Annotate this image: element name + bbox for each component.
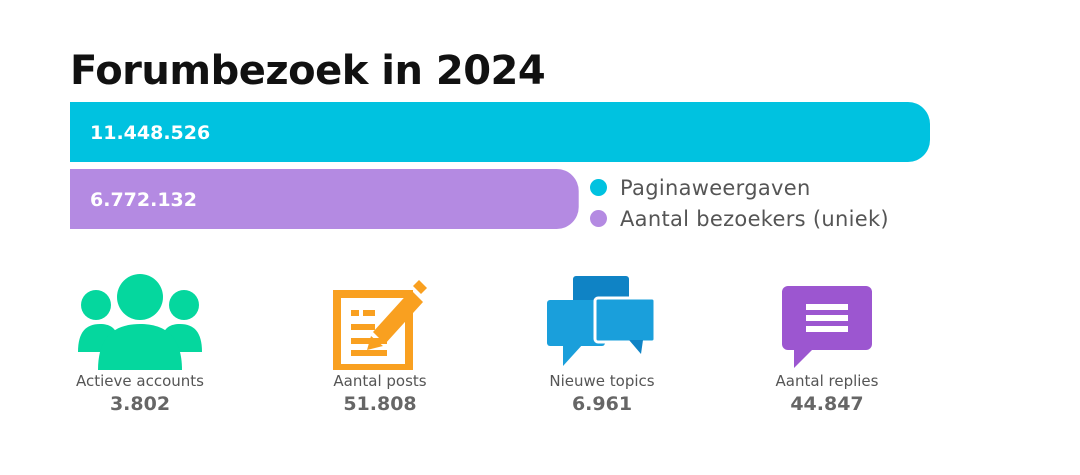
legend-dot-pageviews <box>590 179 607 196</box>
message-icon <box>727 270 927 370</box>
users-icon <box>40 270 240 370</box>
stat-value: 3.802 <box>109 393 171 415</box>
bar-value-label-1: 6.772.132 <box>90 189 197 211</box>
legend-item-pageviews: Paginaweergaven <box>590 172 889 203</box>
stat-replies: Aantal replies 44.847 <box>727 270 927 415</box>
stat-label: Aantal replies <box>775 372 879 390</box>
legend-label-pageviews: Paginaweergaven <box>620 175 811 200</box>
stat-label: Nieuwe topics <box>549 372 655 390</box>
stat-label: Aantal posts <box>333 372 427 390</box>
document-edit-icon <box>280 270 480 370</box>
bar-1 <box>70 169 579 229</box>
stat-value: 44.847 <box>790 393 864 415</box>
legend-dot-visitors <box>590 210 607 227</box>
bar-value-label-0: 11.448.526 <box>90 122 210 144</box>
stat-value: 51.808 <box>343 393 417 415</box>
stat-posts: Aantal posts 51.808 <box>280 270 480 415</box>
chat-bubbles-icon <box>502 270 702 370</box>
chart-title: Forumbezoek in 2024 <box>70 48 546 94</box>
bar-0 <box>70 102 930 162</box>
legend-label-visitors: Aantal bezoekers (uniek) <box>620 206 889 231</box>
legend-item-visitors: Aantal bezoekers (uniek) <box>590 203 889 234</box>
stat-active-accounts: Actieve accounts 3.802 <box>40 270 240 415</box>
stat-value: 6.961 <box>571 393 633 415</box>
legend: Paginaweergaven Aantal bezoekers (uniek) <box>590 172 889 234</box>
stat-new-topics: Nieuwe topics 6.961 <box>502 270 702 415</box>
stat-label: Actieve accounts <box>76 372 204 390</box>
